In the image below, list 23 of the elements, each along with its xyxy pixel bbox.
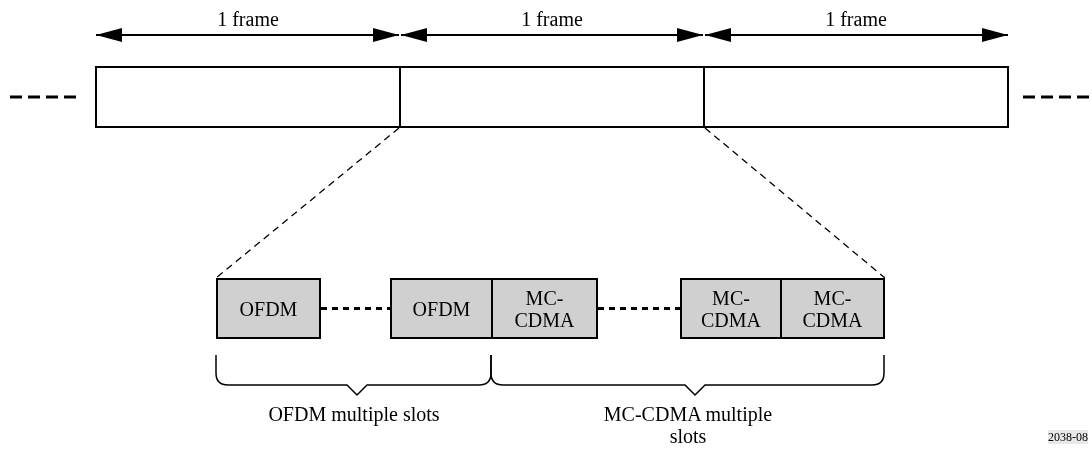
dimension-label: 1 frame xyxy=(217,8,279,30)
frame-box xyxy=(399,66,705,128)
slot-label: OFDM xyxy=(411,297,472,320)
slot-label: OFDM xyxy=(238,297,299,320)
slot-box xyxy=(390,278,493,339)
dotted-connector xyxy=(598,307,680,310)
slot-label: MC- CDMA xyxy=(700,286,762,331)
slot-label: MC- CDMA xyxy=(801,286,864,331)
dimension-label: 1 frame xyxy=(521,8,583,30)
zoom-line xyxy=(704,127,886,279)
slot-box xyxy=(780,278,885,339)
zoom-line xyxy=(215,127,400,279)
brace-label: OFDM multiple slots xyxy=(267,403,441,425)
slot-box xyxy=(491,278,598,339)
dimension-label: 1 frame xyxy=(825,8,887,30)
brace-label: MC-CDMA multiple slots xyxy=(602,403,774,447)
slot-label: MC- CDMA xyxy=(513,286,576,331)
dotted-connector xyxy=(321,307,390,310)
frame-box xyxy=(95,66,401,128)
slot-box xyxy=(216,278,321,339)
slot-box xyxy=(680,278,782,339)
figure-number: 2038-08 xyxy=(1048,430,1088,444)
frame-box xyxy=(703,66,1009,128)
